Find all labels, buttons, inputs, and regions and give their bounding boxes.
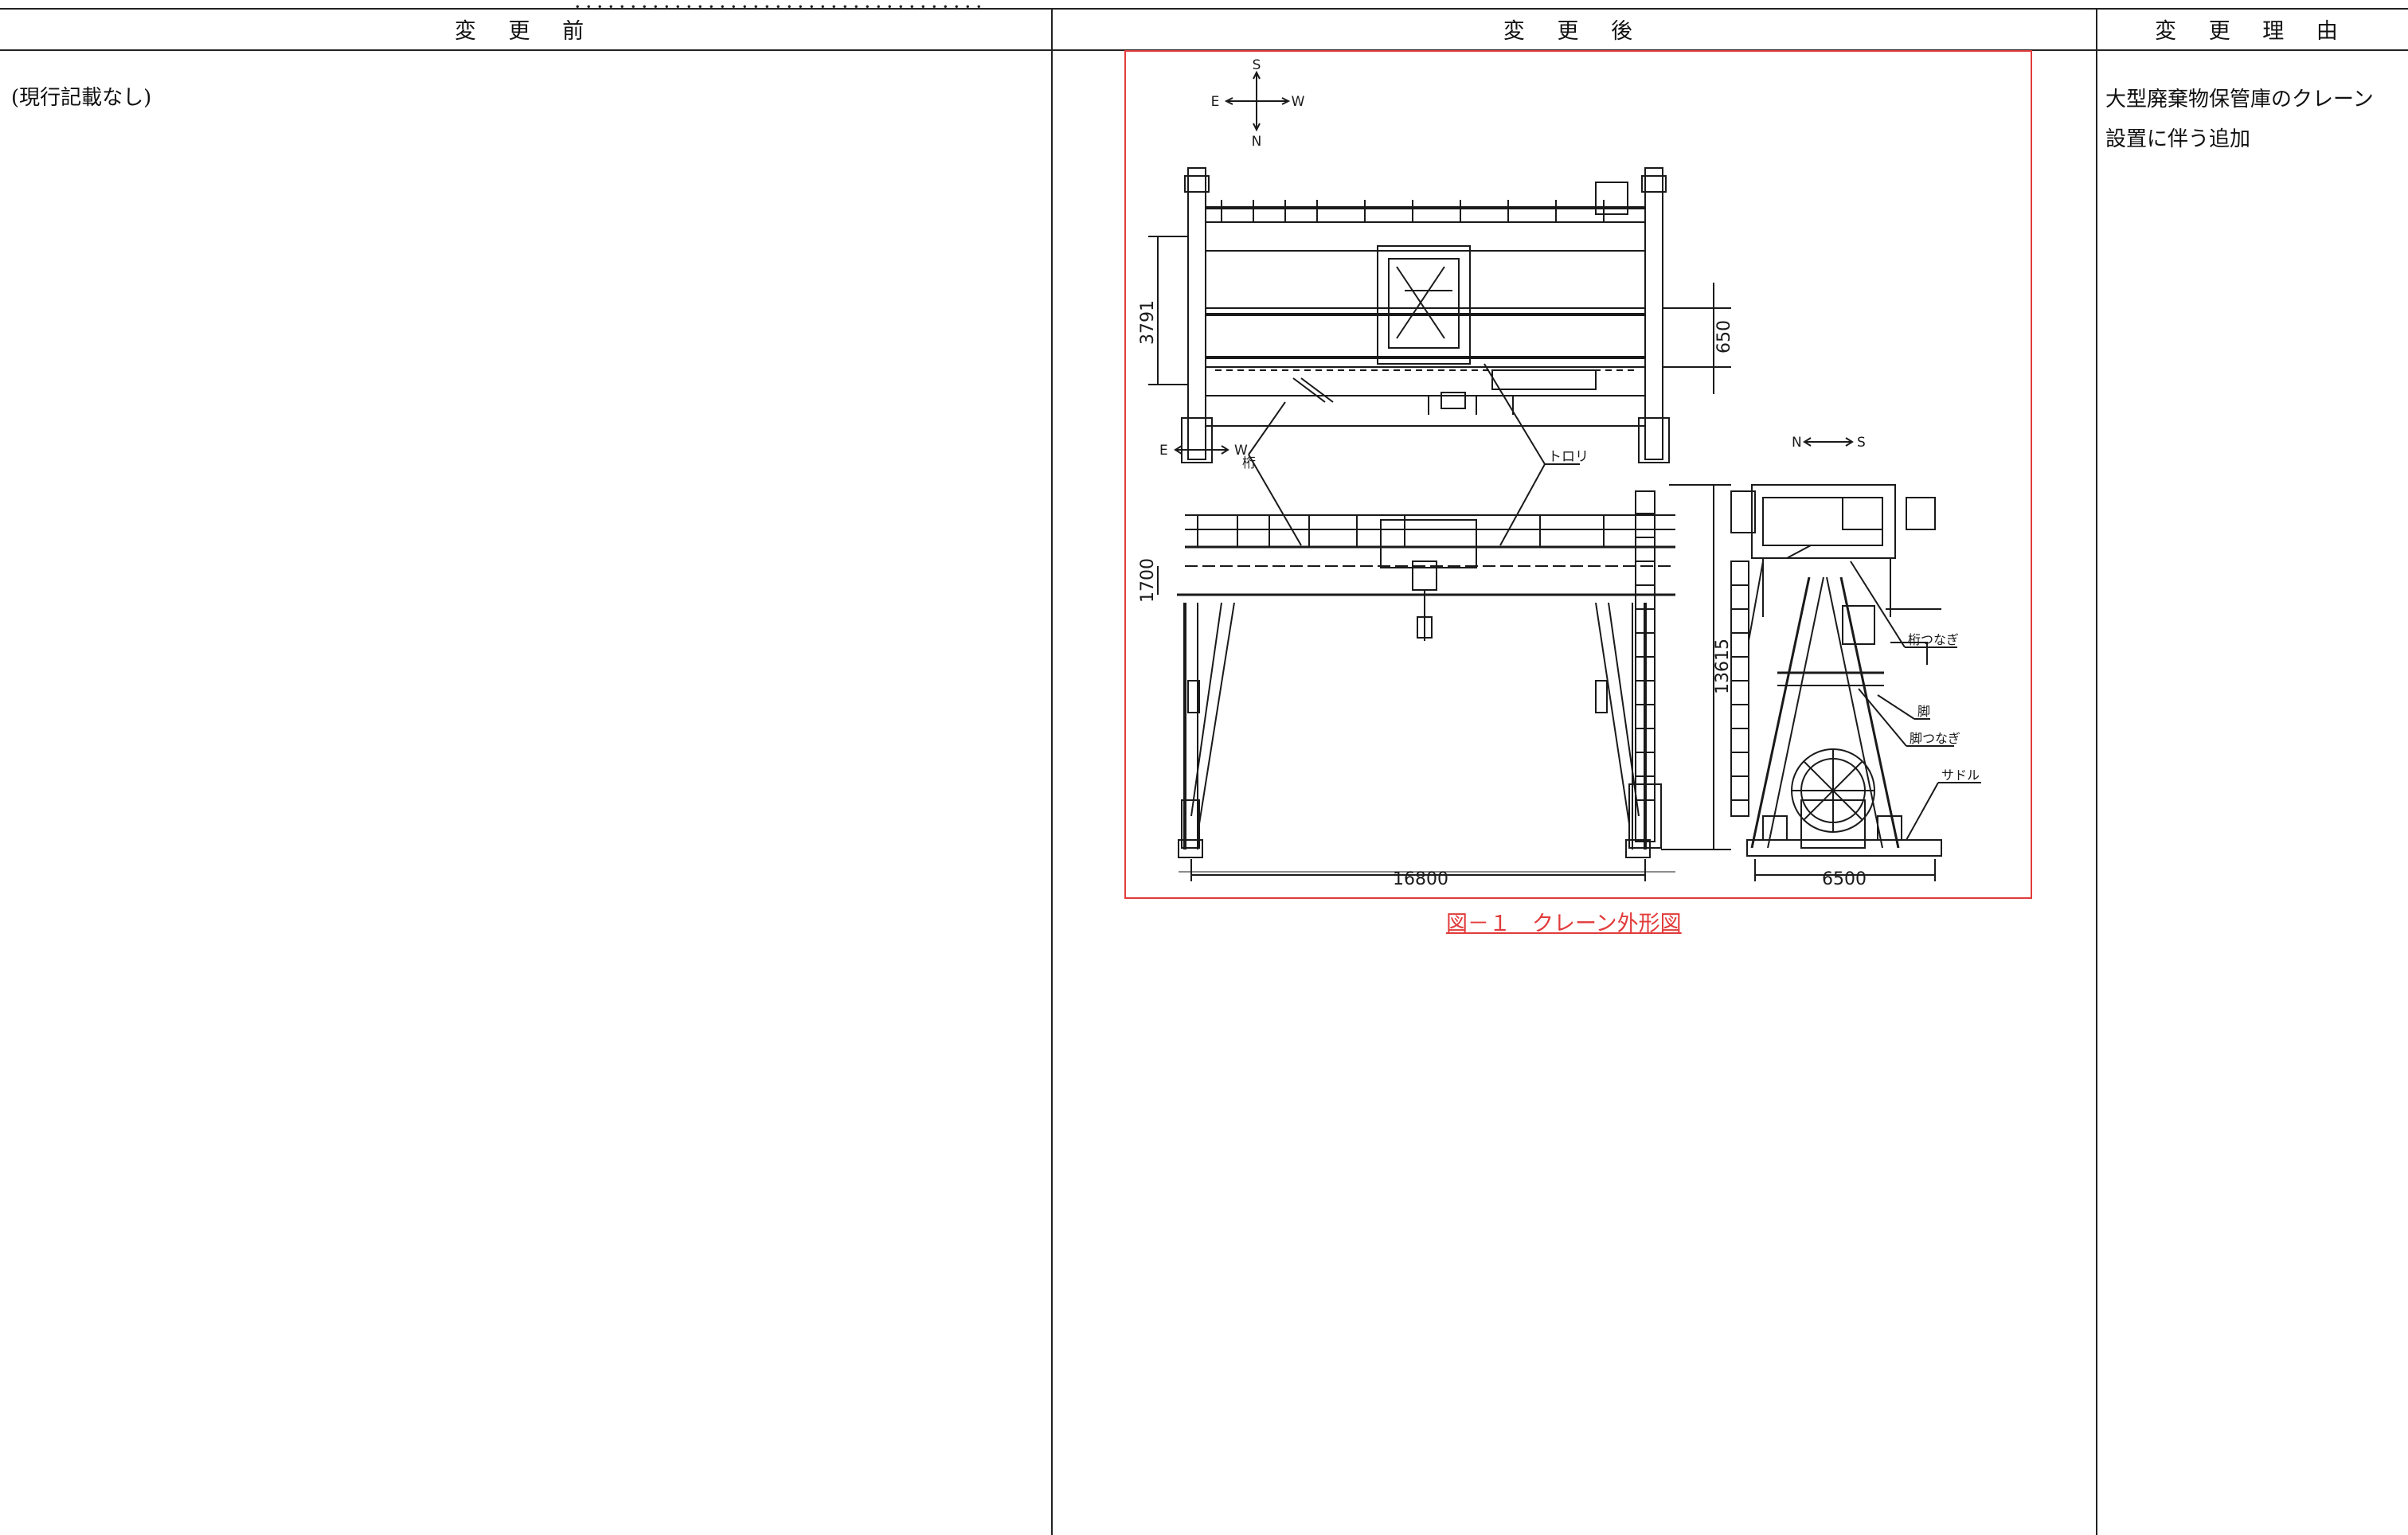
plan-view [1181, 167, 1670, 463]
column-divider-2 [2096, 8, 2097, 1535]
side-labels: 桁つなぎ 脚 脚つなぎ サドル [1850, 560, 1981, 841]
arrow-ns-n: N [1792, 435, 1802, 451]
compass-n: N [1252, 134, 1262, 150]
label-trolley: トロリ [1548, 449, 1589, 465]
compass-s: S [1253, 57, 1261, 73]
compass-w: W [1292, 94, 1305, 110]
arrow-ns-s: S [1857, 435, 1866, 451]
crane-outline-figure: S N E W 3791 [1124, 50, 2032, 899]
label-leg: 脚 [1917, 704, 1930, 719]
arrow-ns-icon: N S [1792, 435, 1866, 451]
dim-1700: 1700 [1138, 558, 1158, 603]
table-top-border [0, 8, 2408, 10]
header-after: 変 更 後 [1503, 18, 1646, 44]
label-girder: 桁 [1242, 455, 1256, 471]
reason-line-1: 大型廃棄物保管庫のクレーン [2105, 88, 2374, 111]
reason-text: 大型廃棄物保管庫のクレーン 設置に伴う追加 [2105, 80, 2374, 159]
label-leg-tie: 脚つなぎ [1910, 731, 1960, 746]
label-girder-tie: 桁つなぎ [1908, 632, 1959, 647]
header-reason: 変 更 理 由 [2155, 18, 2351, 44]
front-view [1177, 490, 1675, 873]
compass-icon: S N E W [1211, 57, 1305, 150]
dim-6500: 6500 [1822, 869, 1867, 889]
figure-caption: 図－１ クレーン外形図 [1446, 912, 1682, 936]
leader-labels: 桁 トロリ [1242, 363, 1589, 546]
crane-drawing: S N E W 3791 [1138, 57, 1981, 889]
before-text: (現行記載なし) [11, 86, 152, 110]
dim-16800: 16800 [1393, 869, 1448, 889]
side-dimensions: 6500 [1754, 859, 1936, 889]
plan-dimensions: 3791 650 [1138, 236, 1734, 394]
dim-13615: 13615 [1713, 639, 1733, 694]
arrow-ew-w: W [1234, 443, 1248, 459]
compass-e: E [1211, 94, 1220, 110]
reason-line-2: 設置に伴う追加 [2105, 127, 2251, 151]
column-divider-1 [1051, 8, 1053, 1535]
front-dimensions: 1700 13615 16800 [1138, 484, 1733, 889]
top-cut-text: ．．．．．．．．．．．．．．．．．．．．．．．．．．．．．．．．．．．．． [0, 0, 2408, 8]
dim-3791: 3791 [1138, 300, 1158, 345]
arrow-ew-icon: E W [1159, 443, 1248, 459]
label-saddle: サドル [1941, 768, 1980, 783]
side-view [1730, 484, 1942, 857]
header-before: 変 更 前 [454, 18, 597, 44]
dim-650: 650 [1714, 320, 1734, 353]
arrow-ew-e: E [1159, 443, 1168, 459]
